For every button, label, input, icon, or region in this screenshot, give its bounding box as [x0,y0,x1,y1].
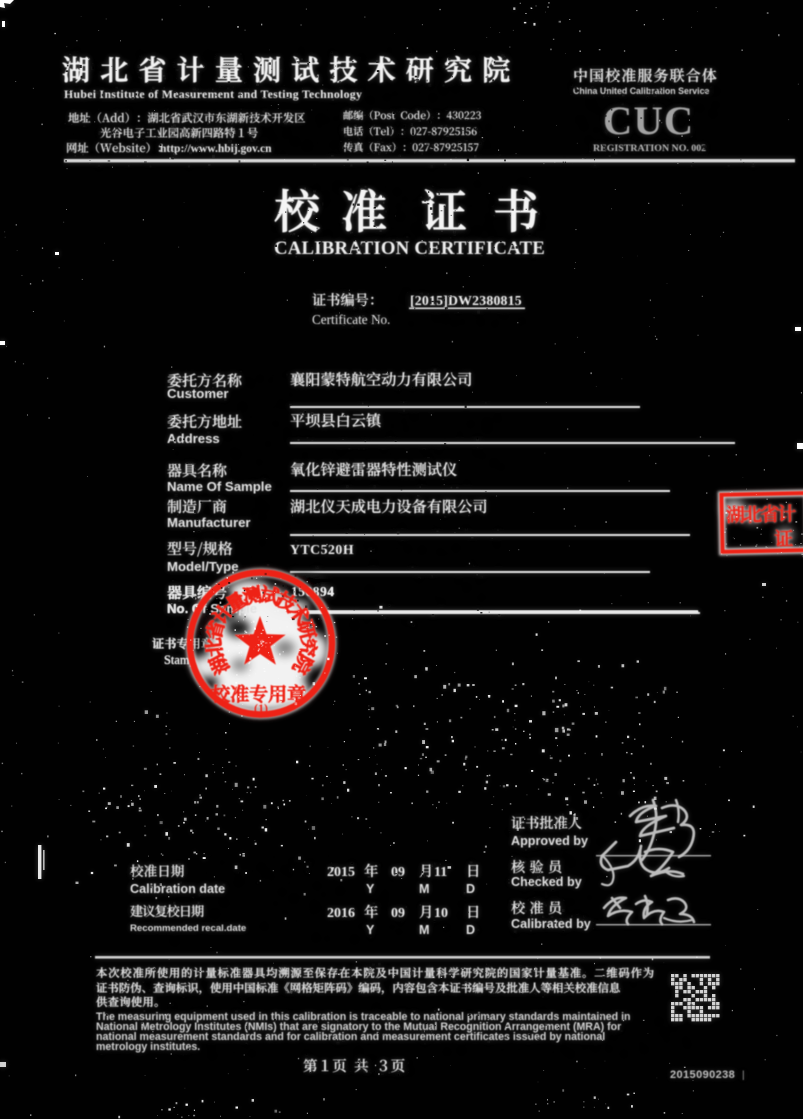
svg-text:Name Of Sample: Name Of Sample [167,479,272,494]
svg-text:Manufacturer: Manufacturer [167,515,251,530]
svg-text:Recommended recal.date: Recommended recal.date [130,923,246,934]
svg-text:http://www.hbij.gov.cn: http://www.hbij.gov.cn [160,143,272,155]
svg-text:11: 11 [434,865,447,880]
svg-text:[2015]DW2380815: [2015]DW2380815 [410,293,522,308]
svg-text:REGISTRATION NO. 002: REGISTRATION NO. 002 [593,143,706,154]
svg-text:CUC: CUC [603,98,694,143]
svg-text:Y: Y [366,882,375,896]
svg-text:10: 10 [434,906,448,921]
svg-text:D: D [466,882,475,896]
svg-text:09: 09 [391,906,405,921]
svg-text:M: M [419,882,430,896]
svg-text:China United Calibration Servi: China United Calibration Service [573,86,709,96]
svg-text:(1): (1) [254,701,268,715]
svg-text:Calibration date: Calibration date [130,882,225,896]
svg-text:metrology institutes.: metrology institutes. [96,1041,200,1053]
svg-text:Calibrated by: Calibrated by [511,917,591,931]
svg-text:Approved by: Approved by [511,834,588,848]
svg-text:|: | [742,1070,745,1081]
svg-text:M: M [419,923,430,937]
svg-text:Y: Y [366,923,375,937]
svg-text:Customer: Customer [167,386,229,401]
svg-text:national measurement standards: national measurement standards and for c… [96,1031,605,1043]
svg-text:Checked by: Checked by [511,875,582,889]
svg-text:2016: 2016 [327,906,355,921]
svg-text:YTC520H: YTC520H [290,542,354,557]
svg-text:The measuring equipment used i: The measuring equipment used in this cal… [96,1011,631,1023]
svg-text:2015: 2015 [327,865,355,880]
svg-text:Model/Type: Model/Type [167,559,239,574]
svg-text:CALIBRATION CERTIFICATE: CALIBRATION CERTIFICATE [274,238,545,259]
svg-text:09: 09 [391,865,405,880]
svg-text:Certificate No.: Certificate No. [312,312,390,327]
svg-text:Address: Address [167,431,220,446]
svg-text:2015090238: 2015090238 [670,1069,735,1081]
svg-text:D: D [466,923,475,937]
